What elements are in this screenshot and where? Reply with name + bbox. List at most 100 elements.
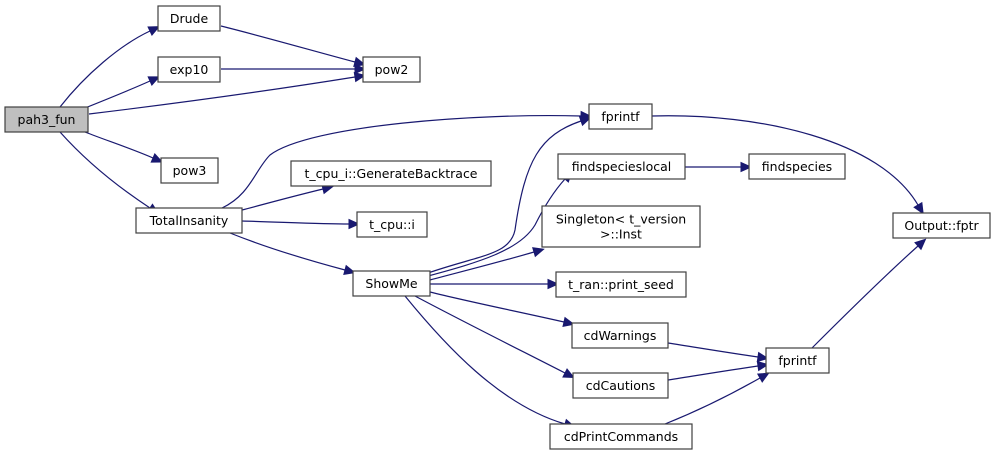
node-label: exp10 — [170, 62, 209, 77]
node-label: findspecieslocal — [572, 159, 672, 174]
node-label: t_cpu::i — [369, 217, 415, 232]
arrowhead-icon — [756, 372, 770, 383]
arrowhead-icon — [147, 26, 161, 36]
arrowhead-icon — [353, 71, 367, 83]
node-label: TotalInsanity — [149, 213, 229, 228]
node-box[interactable] — [555, 271, 687, 298]
edge-line — [221, 114, 582, 209]
node-label: cdPrintCommands — [564, 429, 678, 444]
node-box[interactable] — [588, 103, 653, 130]
arrowhead-icon — [914, 238, 927, 251]
node-pow3[interactable]: pow3 — [160, 157, 219, 184]
arrowhead-icon — [562, 316, 575, 328]
arrowhead-icon — [756, 351, 770, 363]
node-findspecies[interactable]: findspecies — [748, 153, 846, 180]
edge-line — [404, 295, 566, 425]
node-box[interactable] — [748, 153, 846, 180]
edge-TotalInsanity-to-ShowMe — [229, 232, 356, 275]
node-box[interactable] — [362, 56, 421, 83]
arrowhead-icon — [913, 201, 924, 215]
node-cdwarnings[interactable]: cdWarnings — [571, 322, 669, 349]
edge-cdWarnings-to-fprintf_bottom — [667, 342, 770, 363]
edge-exp10-to-pow2 — [221, 63, 367, 75]
arrowhead-icon — [756, 360, 770, 372]
node-label: pow2 — [375, 62, 409, 77]
node-cdprintcommands[interactable]: cdPrintCommands — [549, 423, 693, 450]
edge-TotalInsanity-to-t_cpu_i — [241, 218, 361, 230]
node-box[interactable] — [290, 160, 492, 187]
node-label: cdWarnings — [584, 328, 657, 343]
node-label: fprintf — [778, 353, 817, 368]
node-print-seed[interactable]: t_ran::print_seed — [555, 271, 687, 298]
edge-cdPrintCommands-to-fprintf_bottom — [664, 372, 770, 425]
node-label: fprintf — [601, 109, 640, 124]
edge-ShowMe-to-cdWarnings — [429, 291, 575, 328]
node-label: cdCautions — [586, 378, 656, 393]
edge-pah3_fun-to-exp10 — [84, 76, 161, 109]
arrowhead-icon — [562, 368, 575, 379]
node-drude[interactable]: Drude — [157, 5, 221, 32]
node-box[interactable] — [157, 56, 221, 83]
edge-line — [664, 377, 761, 425]
node-showme[interactable]: ShowMe — [352, 270, 431, 297]
node-box[interactable] — [160, 157, 219, 184]
node-box[interactable] — [356, 211, 428, 238]
edge-fprintf_top-to-Output_fptr — [651, 115, 924, 215]
node-exp10[interactable]: exp10 — [157, 56, 221, 83]
edge-fprintf_bottom-to-Output_fptr — [811, 238, 927, 349]
node-box[interactable] — [352, 270, 431, 297]
edge-line — [59, 131, 151, 209]
node-pah3-fun[interactable]: pah3_fun — [4, 106, 89, 133]
node-box[interactable] — [572, 372, 669, 399]
node-generatebacktrace[interactable]: t_cpu_i::GenerateBacktrace — [290, 160, 492, 187]
arrowhead-icon — [353, 56, 366, 67]
arrowhead-icon — [348, 218, 361, 230]
node-cdcautions[interactable]: cdCautions — [572, 372, 669, 399]
node-box[interactable] — [557, 153, 686, 180]
arrowhead-icon — [147, 76, 161, 87]
node-box[interactable] — [4, 106, 89, 133]
edge-line — [427, 178, 566, 277]
node-label: Output::fptr — [904, 218, 979, 233]
edge-line — [84, 131, 154, 159]
edge-line — [667, 365, 759, 381]
edge-ShowMe-to-SingletonInst — [429, 247, 545, 281]
node-label: Drude — [170, 11, 209, 26]
edge-ShowMe-to-print_seed — [430, 278, 560, 290]
edge-line — [429, 251, 535, 281]
edge-line — [667, 342, 759, 358]
edge-line — [811, 245, 919, 349]
node-box[interactable] — [157, 5, 221, 32]
node-box[interactable] — [549, 423, 693, 450]
edge-ShowMe-to-fprintf_top — [427, 116, 592, 274]
node-box[interactable] — [892, 212, 991, 239]
node-box[interactable] — [135, 207, 243, 234]
edge-TotalInsanity-to-fprintf_top — [221, 110, 593, 209]
edge-pah3_fun-to-Drude — [59, 26, 161, 108]
edge-line — [429, 291, 565, 323]
node-label: findspecies — [762, 159, 832, 174]
edge-line — [88, 76, 356, 115]
edge-line — [220, 25, 356, 63]
node-t-cpu-i[interactable]: t_cpu::i — [356, 211, 428, 238]
node-output-fptr[interactable]: Output::fptr — [892, 212, 991, 239]
node-box[interactable] — [571, 322, 669, 349]
node-findspecieslocal[interactable]: findspecieslocal — [557, 153, 686, 180]
edge-cdCautions-to-fprintf_bottom — [667, 360, 770, 381]
node-pow2[interactable]: pow2 — [362, 56, 421, 83]
node-label: >::Inst — [600, 227, 642, 242]
node-fprintf-top[interactable]: fprintf — [588, 103, 653, 130]
node-box[interactable] — [765, 347, 830, 374]
edges-layer — [59, 25, 927, 429]
edge-line — [414, 295, 566, 374]
node-label: ShowMe — [365, 276, 418, 291]
node-box[interactable] — [541, 205, 701, 248]
arrowhead-icon — [150, 152, 164, 163]
node-totalinsanity[interactable]: TotalInsanity — [135, 207, 243, 234]
node-fprintf-bottom[interactable]: fprintf — [765, 347, 830, 374]
node-label: t_ran::print_seed — [568, 277, 674, 292]
edge-pah3_fun-to-pow2 — [88, 71, 367, 115]
node-singletoninst[interactable]: Singleton< t_version>::Inst — [541, 205, 701, 248]
